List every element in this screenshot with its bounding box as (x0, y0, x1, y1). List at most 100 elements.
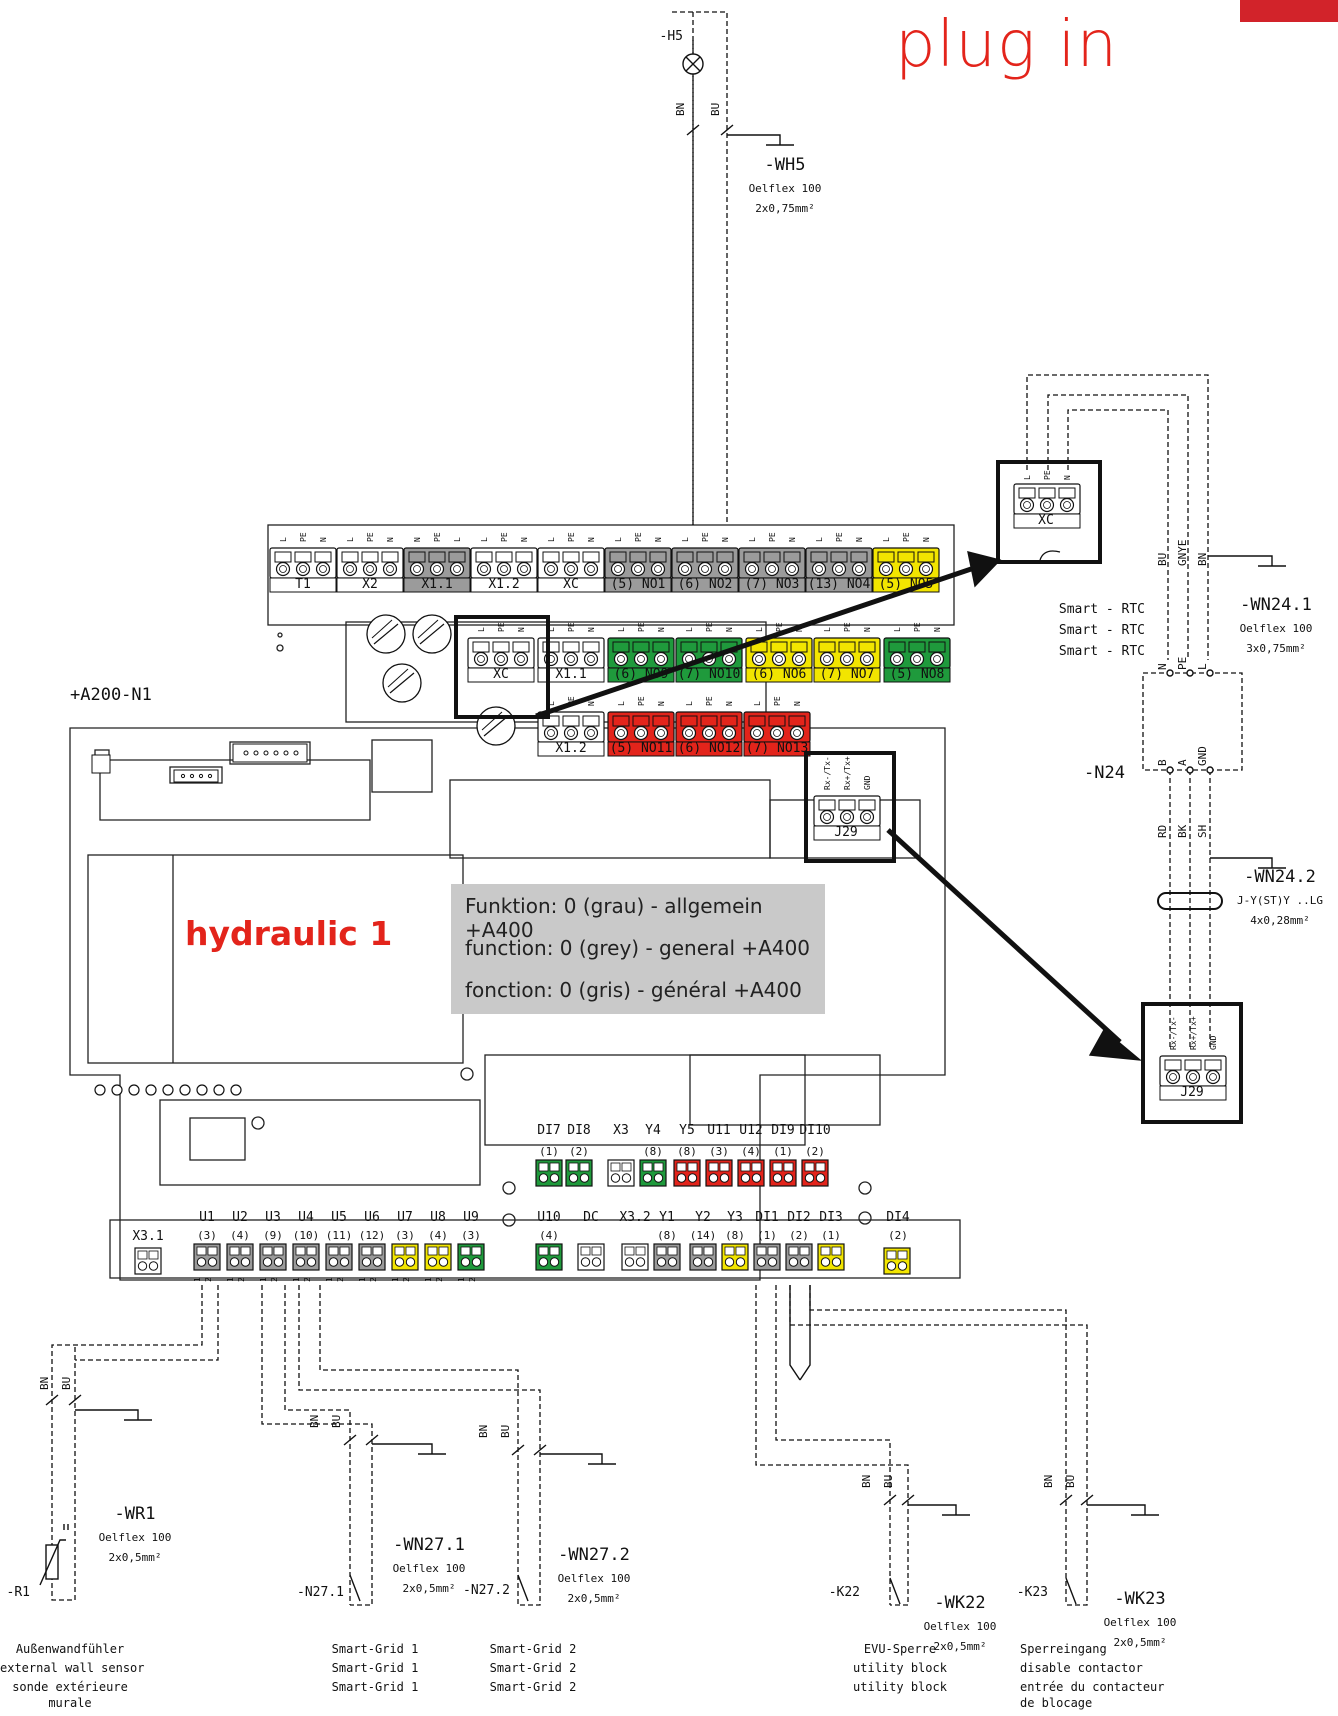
terminal-label: T1 (295, 577, 311, 592)
terminal-slot (897, 551, 915, 563)
terminal-slot (830, 551, 848, 563)
io-pin (735, 1246, 746, 1256)
j29-zoom-pin: GND (1209, 1035, 1218, 1050)
wk23-section: 2x0,5mm² (1114, 1636, 1167, 1649)
pin-label: N (386, 537, 395, 542)
io-num: (4) (428, 1229, 448, 1242)
screw-head (701, 565, 709, 573)
io-pin (886, 1250, 897, 1260)
top-terminal (403, 547, 471, 593)
switch-icon (889, 1577, 901, 1605)
io-pin (438, 1246, 449, 1256)
pin-label: PE (497, 622, 506, 632)
terminal-slot (810, 551, 828, 563)
io-pin (772, 1162, 783, 1172)
wn241-name: -WN24.1 (1240, 595, 1312, 615)
caption-line: Smart-Grid 1 (331, 1680, 419, 1694)
io-pin (273, 1246, 284, 1256)
screw-head (617, 655, 625, 663)
terminal-slot (838, 641, 856, 653)
io-pin-num: 1 (424, 1277, 433, 1282)
wire-label: BU (882, 1475, 895, 1488)
caption-sperr: Sperreingang disable contactor entrée du… (1020, 1640, 1170, 1709)
terminal-label-strip (675, 667, 743, 683)
arrow-icon (967, 551, 1002, 588)
j29-pin: Rx-/Tx- (823, 756, 832, 790)
screw-head (346, 565, 354, 573)
terminal-label: (7) NO7 (820, 667, 875, 682)
screw-head (617, 729, 625, 737)
screw-icon (859, 651, 875, 667)
ground-icon (372, 1443, 446, 1455)
io-num: (8) (657, 1229, 677, 1242)
io-label: DI7 (537, 1123, 560, 1138)
io-pin (756, 1246, 767, 1256)
io-pin (229, 1246, 240, 1256)
io-block (325, 1243, 353, 1271)
ground-icon (908, 1504, 970, 1516)
terminal-slot (850, 551, 868, 563)
caption-line: Smart-Grid 2 (489, 1642, 577, 1656)
screw-head (902, 565, 910, 573)
io-pin-num: 2 (336, 1277, 345, 1282)
caption-line: Außenwandfühler (15, 1642, 125, 1656)
terminal-label: X1.2 (488, 577, 519, 592)
terminal-slot (542, 641, 560, 653)
io-block (689, 1243, 717, 1271)
caption-r1: Außenwandfühler external wall sensor son… (0, 1640, 145, 1709)
io-screw (897, 1261, 908, 1271)
wr1-section: 2x0,5mm² (109, 1551, 162, 1564)
io-screw (137, 1261, 148, 1271)
io-label: DI3 (819, 1210, 842, 1225)
io-screw (653, 1173, 664, 1183)
screw-icon (1165, 1069, 1181, 1085)
screw-head (721, 565, 729, 573)
terminal-label-strip (883, 667, 951, 683)
io-screw (538, 1173, 549, 1183)
terminal-slot (1184, 1059, 1202, 1071)
terminal-label: (5) NO1 (611, 577, 666, 592)
terminal-slot (582, 551, 600, 563)
node-icon (1186, 766, 1194, 774)
io-pin (591, 1246, 602, 1256)
io-screw (568, 1173, 579, 1183)
screw-head (1063, 501, 1071, 509)
corner-tab (1240, 0, 1338, 22)
screw-head (319, 565, 327, 573)
io-pin (653, 1162, 664, 1172)
wn272-name: -WN27.2 (558, 1545, 630, 1565)
io-pin (783, 1162, 794, 1172)
pin-label: N (413, 537, 422, 542)
io-screw (642, 1173, 653, 1183)
pin-label: PE (433, 532, 442, 542)
io-pin (580, 1246, 591, 1256)
xc-zoom-frame (996, 460, 1102, 564)
terminal-slot (629, 551, 647, 563)
wk23-wire (809, 1285, 1067, 1605)
io-block (801, 1159, 829, 1187)
fork-line (789, 1285, 811, 1381)
terminal-label-strip (1013, 513, 1081, 529)
screw-icon (563, 651, 579, 667)
terminal-label-strip (607, 741, 675, 757)
mid-terminal (467, 637, 535, 683)
wire-label: GNYE (1176, 540, 1189, 567)
io-screw (295, 1257, 306, 1267)
caption-line: Smart-Grid 2 (489, 1680, 577, 1694)
terminal-slot (562, 551, 580, 563)
wire-tick (1059, 1494, 1073, 1506)
caption-line: de blocage (1020, 1696, 1093, 1710)
wn271-type: Oelflex 100 (393, 1562, 466, 1575)
io-block (535, 1243, 563, 1271)
x31-label: X3.1 (132, 1229, 163, 1244)
wh5-section: 2x0,75mm² (755, 202, 815, 215)
io-num: (2) (789, 1229, 809, 1242)
screw-head (657, 729, 665, 737)
screw-icon (362, 561, 378, 577)
terminal-slot (612, 715, 630, 727)
io-pin (361, 1246, 372, 1256)
screw-icon (769, 725, 785, 741)
screw-head (637, 655, 645, 663)
thermistor-icon (45, 1544, 59, 1580)
terminal-slot (818, 641, 836, 653)
